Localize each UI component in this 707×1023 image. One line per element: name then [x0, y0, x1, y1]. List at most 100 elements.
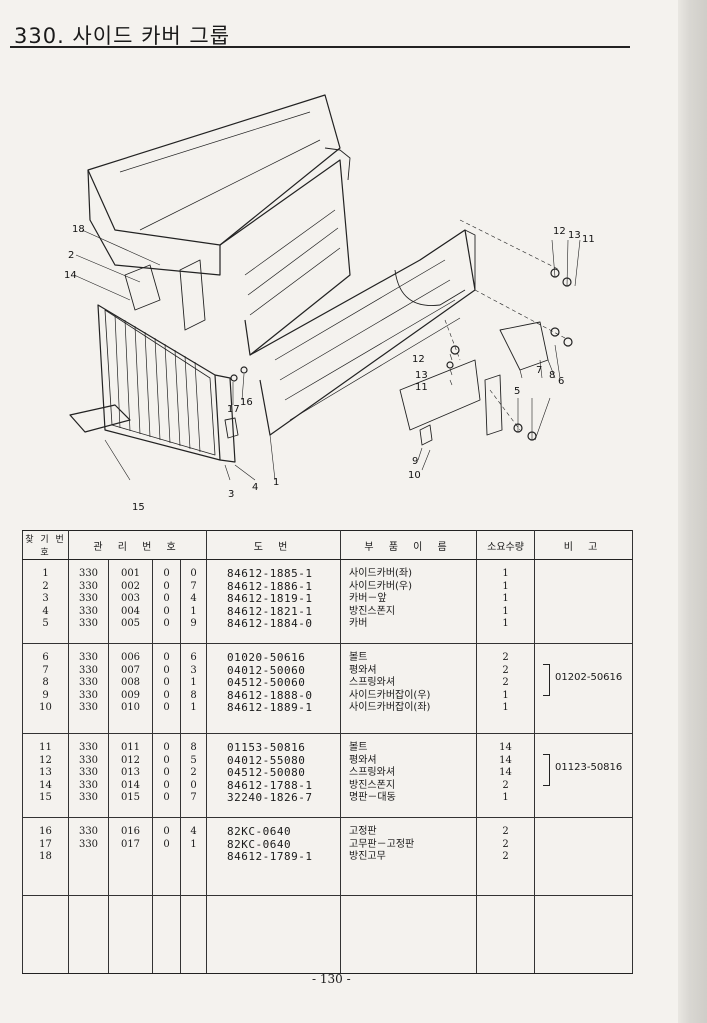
cell-c1: 330	[78, 702, 99, 714]
cell-c2: 001	[120, 568, 141, 579]
cell-c4: 0	[190, 568, 197, 579]
cell-name: 고정판	[349, 826, 377, 837]
cell-c1: 330	[78, 618, 99, 630]
remark-text: 01202-50616	[555, 672, 623, 683]
front-grille-outline	[97, 304, 221, 461]
cell-c3	[153, 851, 180, 864]
cell-c2: 014	[120, 779, 141, 791]
cell-c2: 012	[120, 754, 141, 766]
empty-cell	[340, 895, 478, 974]
cell-c3: 0	[163, 664, 170, 676]
cell-name: 스프링와셔	[349, 767, 396, 779]
empty-cell	[68, 895, 109, 974]
callout-label: 8	[549, 370, 555, 381]
cell-c4: 8	[190, 742, 197, 753]
cell-qty: 2	[502, 779, 509, 791]
cell-c4: 2	[190, 767, 197, 779]
nameplate-outline	[69, 404, 131, 433]
empty-cell	[476, 895, 536, 974]
cell-c3: 0	[163, 605, 170, 617]
cell-c1: 330	[78, 652, 99, 663]
cell-name: 사이드카버(좌)	[349, 568, 413, 579]
cell-c3: 0	[163, 838, 170, 850]
column-remark	[534, 559, 634, 644]
cell-qty: 1	[502, 702, 509, 714]
cell-qty: 14	[499, 754, 512, 766]
title-rule	[10, 46, 630, 48]
cell-c3: 0	[163, 677, 170, 689]
cell-c3: 0	[163, 767, 170, 779]
cell-no: 6	[42, 652, 49, 663]
column-remark: 01202-50616	[534, 643, 634, 734]
callout-label: 12	[553, 226, 566, 237]
cell-c2: 003	[120, 593, 141, 605]
cell-c4: 1	[190, 702, 197, 714]
header-qty: 소요수량	[476, 530, 536, 560]
empty-cell	[108, 895, 153, 974]
cell-qty: 2	[502, 851, 509, 863]
remark-bracket	[543, 664, 551, 696]
cell-part: 84612-1888-0	[227, 688, 313, 702]
cell-name: 고무판－고정판	[349, 838, 415, 850]
cell-c1: 330	[78, 792, 99, 804]
cell-qty: 2	[502, 677, 509, 689]
cell-c1: 330	[78, 593, 99, 605]
cell-c1: 330	[78, 742, 99, 753]
cell-c2	[109, 851, 152, 864]
callout-label: 14	[64, 270, 77, 281]
cell-c2: 011	[120, 742, 141, 753]
empty-cell	[534, 895, 634, 974]
cell-no: 9	[42, 689, 49, 701]
cell-c4: 8	[190, 689, 197, 701]
cell-c3: 0	[163, 593, 170, 605]
cell-qty: 1	[502, 605, 509, 617]
cell-c3: 0	[163, 779, 170, 791]
cell-name: 볼트	[349, 652, 368, 663]
cell-no: 10	[39, 702, 52, 714]
cell-qty: 14	[499, 742, 512, 753]
callout-label: 4	[252, 482, 258, 493]
callout-label: 18	[72, 224, 85, 235]
cell-c2: 010	[120, 702, 141, 714]
cell-c4: 6	[190, 652, 197, 663]
cell-c3: 0	[163, 689, 170, 701]
cell-part: 84612-1884-0	[227, 617, 313, 631]
cell-part: 04012-50060	[227, 663, 306, 677]
cell-part: 84612-1885-1	[227, 567, 313, 580]
cell-name: 스프링와셔	[349, 677, 396, 689]
cell-name: 평와셔	[349, 754, 377, 766]
cell-no: 3	[42, 593, 49, 605]
cell-name: 방진스폰지	[349, 605, 396, 617]
cell-c2: 002	[120, 580, 141, 592]
cell-c2: 008	[120, 677, 141, 689]
callout-label: 3	[228, 489, 234, 500]
cell-name: 카버－앞	[349, 593, 387, 605]
cell-name: 방진고무	[349, 851, 386, 863]
cell-c4: 0	[190, 779, 197, 791]
bracket-right-outline	[499, 321, 549, 371]
cell-c3: 0	[163, 568, 170, 579]
cell-no: 14	[39, 779, 52, 791]
header-control-no: 관 리 번 호	[67, 530, 208, 560]
cell-c1: 330	[78, 664, 99, 676]
cell-c2: 004	[120, 605, 141, 617]
empty-cell	[152, 895, 181, 974]
left-side-cover-outline	[219, 159, 351, 356]
cell-c4: 4	[190, 593, 197, 605]
cell-name: 평와셔	[349, 664, 377, 676]
cell-c3: 0	[163, 792, 170, 804]
cell-name: 카버	[349, 618, 368, 630]
cell-c3: 0	[163, 742, 170, 753]
cell-part: 84612-1889-1	[227, 701, 313, 715]
cell-no: 16	[39, 826, 52, 837]
